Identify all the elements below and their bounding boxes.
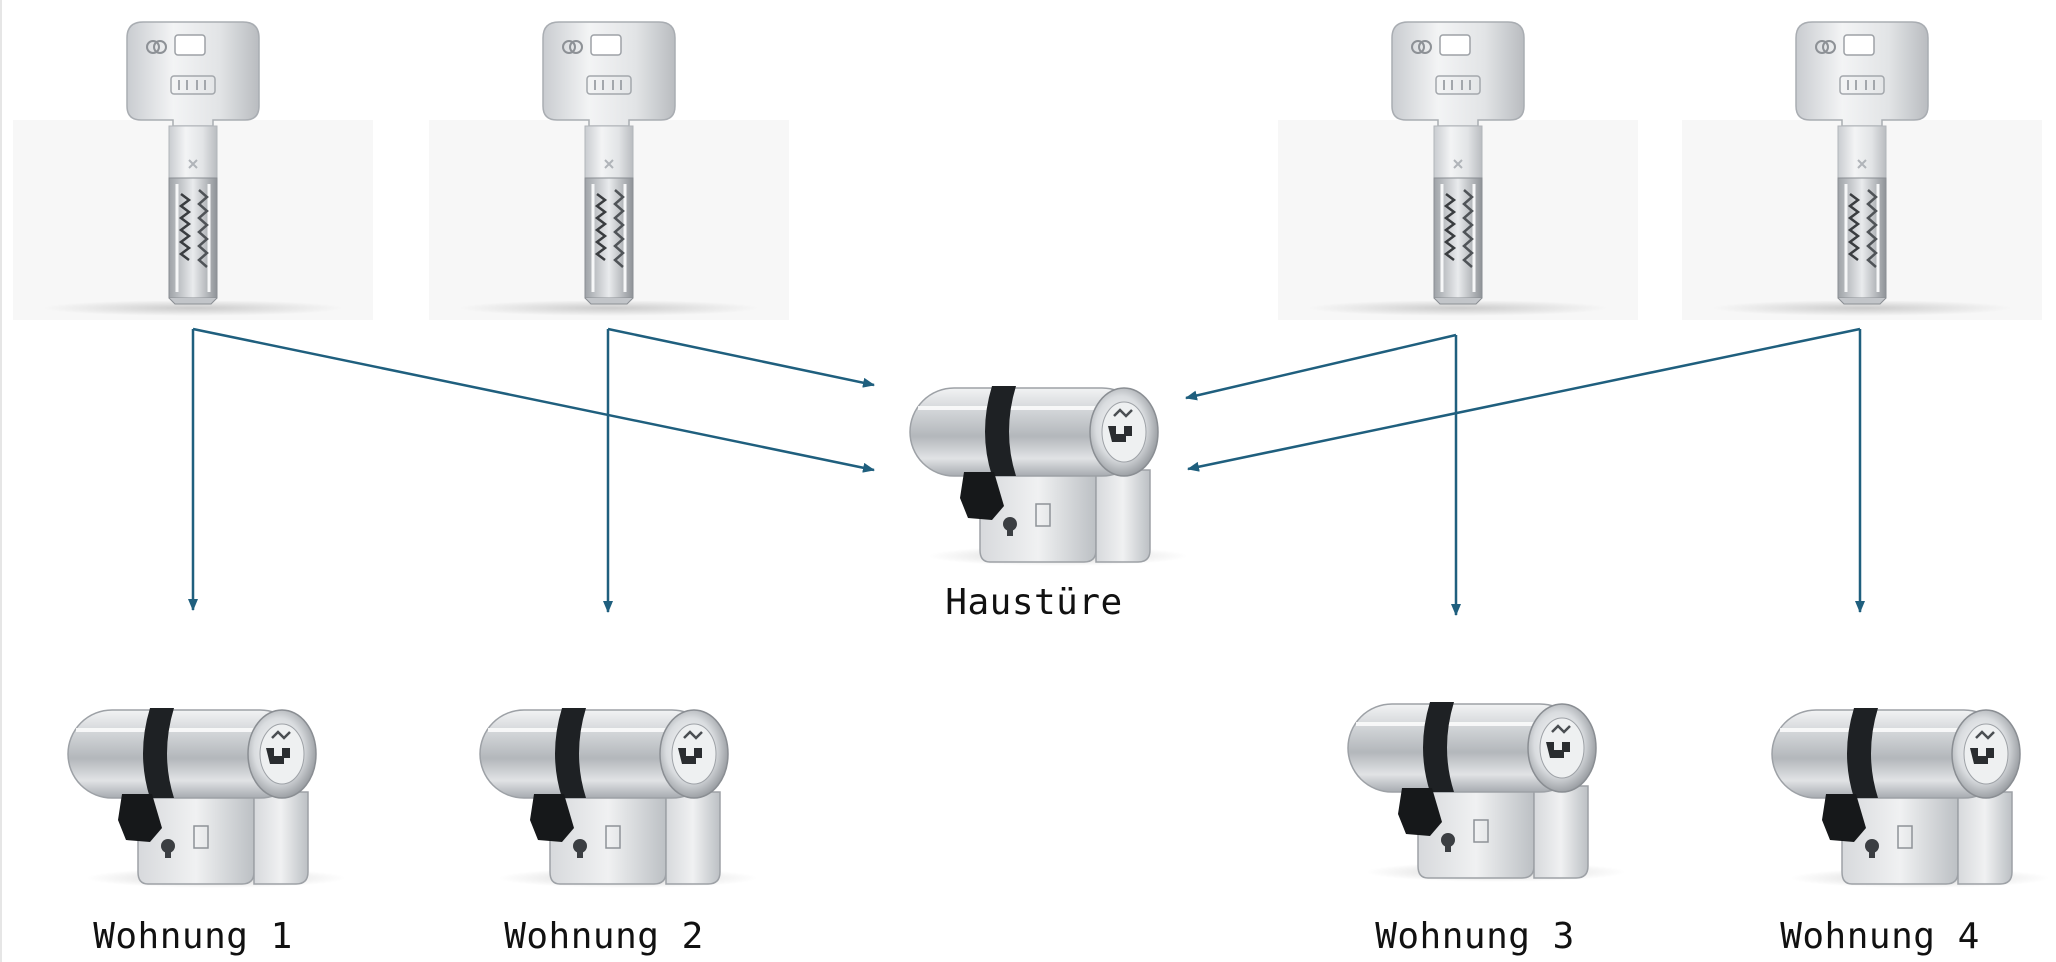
key-icon-wohnung-4 (1680, 20, 2044, 322)
page-edge (0, 0, 2, 962)
label-wohnung-3: Wohnung 3 (1375, 916, 1575, 957)
key-icon-wohnung-1 (11, 20, 375, 322)
lock-cylinder-icon-wohnung-1 (66, 706, 348, 890)
lock-cylinder-icon-wohnung-3 (1346, 700, 1628, 884)
label-haustuere: Haustüre (945, 582, 1123, 623)
arrow-key1-to-haustuere (192, 327, 875, 473)
key-icon-wohnung-3 (1276, 20, 1640, 322)
label-wohnung-2: Wohnung 2 (504, 916, 704, 957)
arrow-key2-to-haustuere (607, 327, 875, 388)
lock-cylinder-icon-haustuere (908, 384, 1190, 568)
lock-cylinder-icon-wohnung-2 (478, 706, 760, 890)
arrow-key4-to-haustuere (1187, 327, 1861, 472)
key-icon-wohnung-2 (427, 20, 791, 322)
label-wohnung-4: Wohnung 4 (1780, 916, 1980, 957)
arrow-key3-to-haustuere (1185, 333, 1457, 401)
lock-cylinder-icon-wohnung-4 (1770, 706, 2052, 890)
label-wohnung-1: Wohnung 1 (93, 916, 293, 957)
